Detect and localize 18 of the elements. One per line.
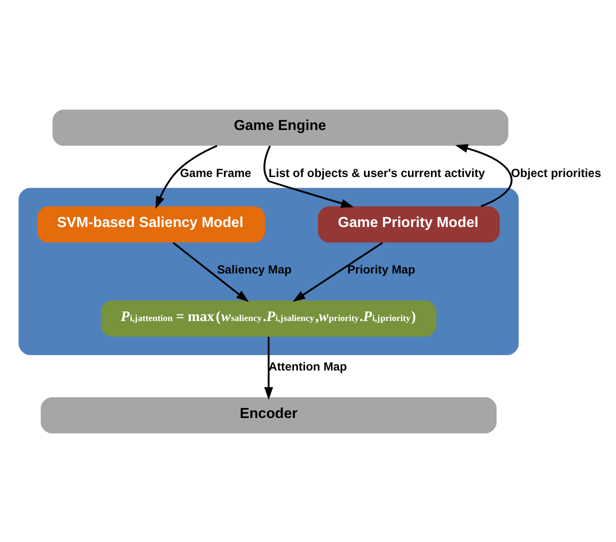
arrow	[292, 241, 383, 302]
arrow	[455, 144, 512, 207]
cluster	[18, 187, 519, 355]
node-box: Game Priority Model	[318, 206, 500, 242]
arrow	[172, 242, 249, 302]
node-box: Pi,jattention = max(wsaliency.Pi,jsaliency,wpriority.Pi,jpriority)	[100, 300, 436, 336]
node-box: SVM-based Saliency Model	[37, 206, 266, 242]
edge-label: List of objects & user's current activity	[268, 166, 485, 180]
arrow	[155, 144, 218, 208]
node-box: Game Engine	[52, 109, 508, 146]
edge-label: Saliency Map	[217, 263, 292, 276]
edge-label: Game Frame	[180, 166, 252, 180]
edge-label: Object priorities	[511, 166, 602, 180]
node-box: Encoder	[40, 396, 497, 433]
arrow	[264, 145, 354, 208]
edge-label: Attention Map	[268, 360, 347, 373]
arrow	[264, 336, 274, 400]
edge-label: Priority Map	[347, 263, 416, 276]
